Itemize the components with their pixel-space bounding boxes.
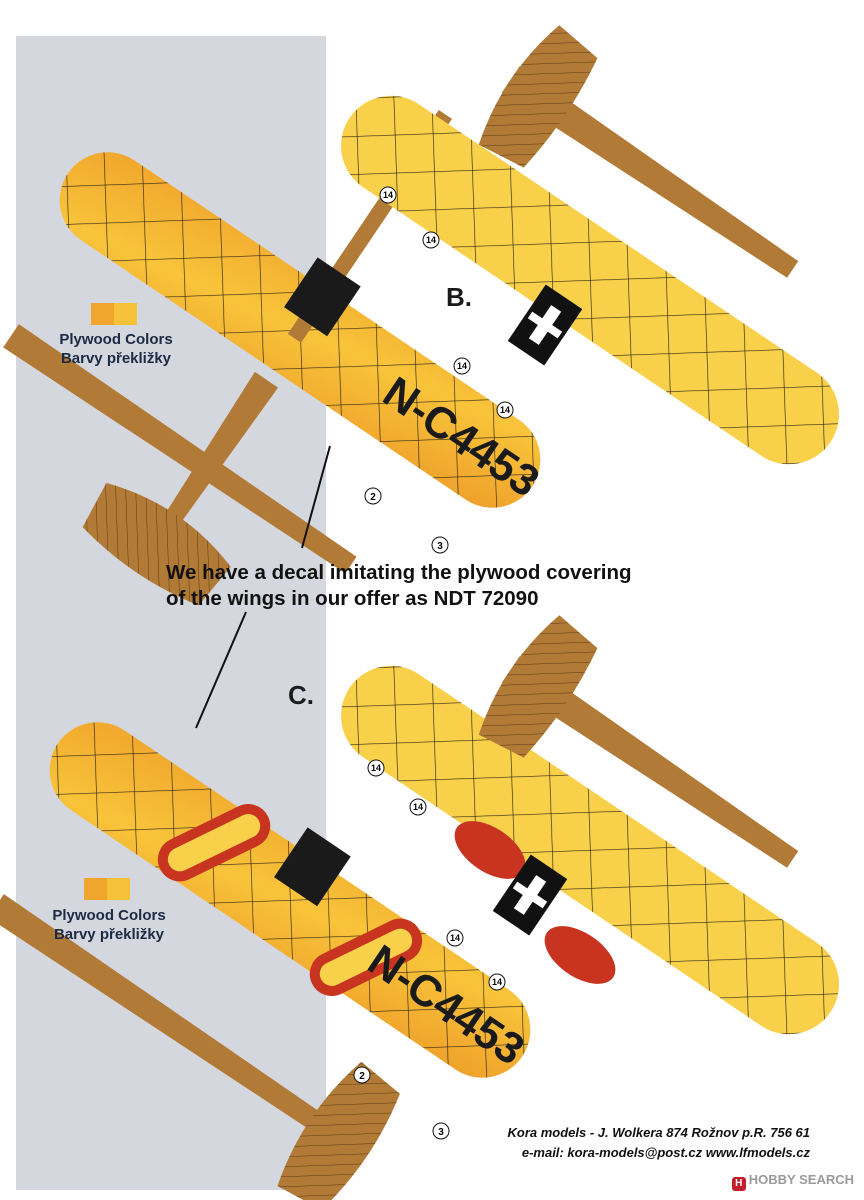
hobbysearch-logo-icon: H xyxy=(731,1177,746,1191)
svg-text:14: 14 xyxy=(457,361,467,371)
plane-c-lower xyxy=(0,722,531,1200)
watermark-text: HOBBY SEARCH xyxy=(748,1172,854,1187)
svg-text:14: 14 xyxy=(426,235,436,245)
legend-bottom-line1: Plywood Colors xyxy=(52,907,166,924)
legend-top: Plywood Colors Barvy překližky xyxy=(36,330,196,368)
decal-note-line2: of the wings in our offer as NDT 72090 xyxy=(166,587,539,610)
plane-b-upper xyxy=(341,25,839,465)
pointer-line-top xyxy=(301,445,331,549)
scheme-b-label: B. xyxy=(446,282,472,312)
legend-bottom: Plywood Colors Barvy překližky xyxy=(29,906,189,944)
scheme-c-label: C. xyxy=(288,680,314,710)
svg-text:2: 2 xyxy=(370,492,376,503)
svg-text:14: 14 xyxy=(371,763,381,773)
credits-address: Kora models - J. Wolkera 874 Rožnov p.R.… xyxy=(507,1125,810,1140)
svg-text:3: 3 xyxy=(437,541,443,552)
credits-contact: e-mail: kora-models@post.cz www.lfmodels… xyxy=(521,1145,810,1160)
svg-text:14: 14 xyxy=(450,933,460,943)
svg-text:14: 14 xyxy=(383,190,393,200)
svg-text:14: 14 xyxy=(492,977,502,987)
plane-c-upper xyxy=(341,615,839,1035)
credits: Kora models - J. Wolkera 874 Rožnov p.R.… xyxy=(508,1123,810,1163)
legend-bottom-line2: Barvy překližky xyxy=(53,926,165,943)
svg-text:14: 14 xyxy=(500,405,510,415)
callout-2-3: 2 3 2 3 xyxy=(353,487,450,1140)
pointer-line-bottom xyxy=(195,611,247,729)
svg-text:14: 14 xyxy=(413,802,423,812)
svg-text:2: 2 xyxy=(359,1071,365,1082)
plywood-swatch-top xyxy=(91,303,137,325)
callout-14: 14 14 14 14 14 14 14 14 xyxy=(367,186,514,991)
decal-note: We have a decal imitating the plywood co… xyxy=(166,560,632,612)
svg-text:3: 3 xyxy=(438,1127,444,1138)
legend-top-line1: Plywood Colors xyxy=(59,331,173,348)
legend-top-line2: Barvy překližky xyxy=(60,350,172,367)
decal-note-line1: We have a decal imitating the plywood co… xyxy=(166,561,632,584)
plywood-swatch-bottom xyxy=(84,878,130,900)
